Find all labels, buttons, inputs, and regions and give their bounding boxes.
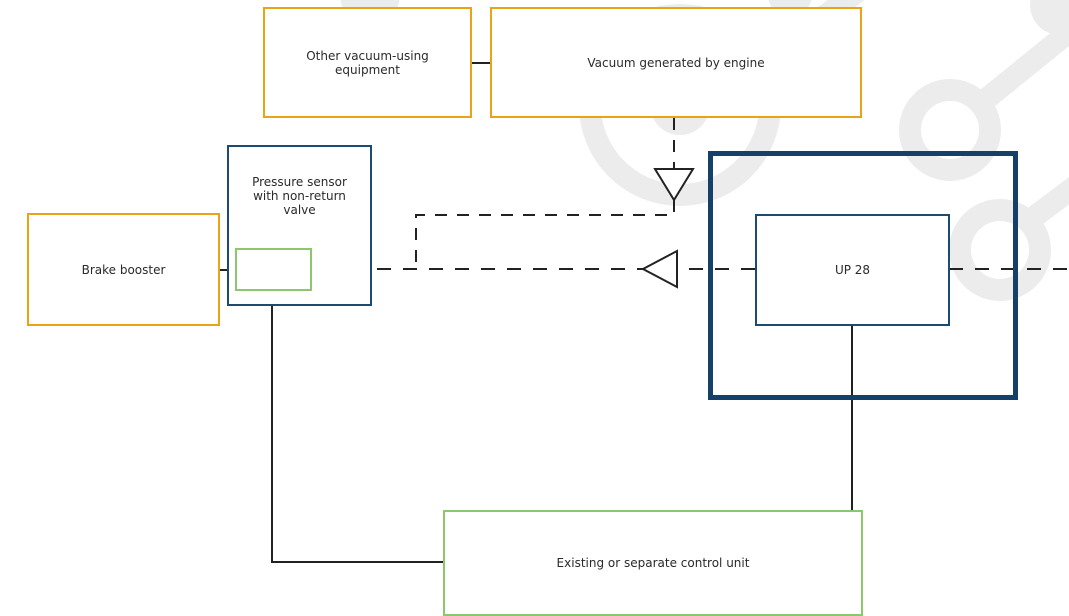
up28-housing-box <box>708 151 1018 400</box>
other-vacuum-equipment-label: Other vacuum-using equipment <box>306 48 429 77</box>
engine-vacuum-box: Vacuum generated by engine <box>490 7 862 118</box>
control-unit-box: Existing or separate control unit <box>443 510 863 616</box>
up28-label: UP 28 <box>834 263 871 277</box>
brake-booster-box: Brake booster <box>27 213 220 326</box>
engine-non-return-valve-icon <box>653 168 695 202</box>
control-unit-label: Existing or separate control unit <box>556 556 750 570</box>
pressure-sensor-label: Pressure sensor with non-return valve <box>252 175 347 217</box>
brake-booster-label: Brake booster <box>81 262 166 277</box>
pressure-sensor-element <box>235 248 312 291</box>
other-vacuum-equipment-box: Other vacuum-using equipment <box>263 7 472 118</box>
engine-vacuum-label: Vacuum generated by engine <box>587 55 765 70</box>
up28-box: UP 28 <box>755 214 950 326</box>
engine-to-sensor-dashed-line <box>415 200 675 269</box>
up28-non-return-valve-icon <box>640 249 678 289</box>
sensor-to-control-unit-line <box>271 291 444 563</box>
